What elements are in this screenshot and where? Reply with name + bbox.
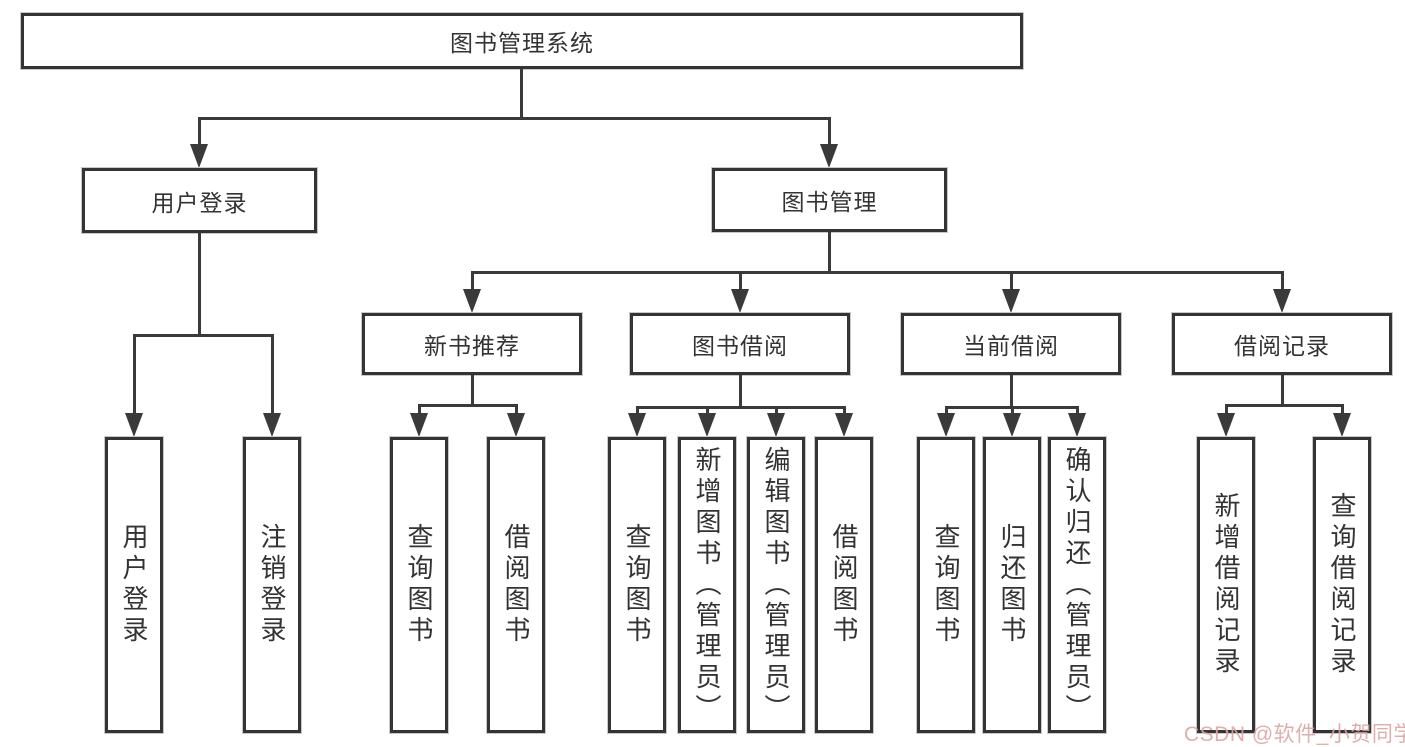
node-library-system-label: 图书管理系统 bbox=[450, 30, 594, 56]
connector-line bbox=[775, 406, 778, 416]
leaf-edit-books-admin-label: 编辑图书（管理员） bbox=[761, 445, 791, 725]
arrow-down-icon bbox=[1273, 289, 1291, 313]
node-new-book-recommend: 新书推荐 bbox=[362, 313, 582, 375]
connector-line bbox=[1010, 375, 1013, 408]
node-book-borrowing: 图书借阅 bbox=[630, 313, 850, 375]
connector-line bbox=[1010, 271, 1013, 293]
leaf-add-borrow-record-label: 新增借阅记录 bbox=[1211, 492, 1241, 678]
arrow-down-icon bbox=[125, 413, 143, 437]
arrow-down-icon bbox=[410, 413, 428, 437]
connector-line bbox=[271, 334, 274, 416]
leaf-return-books-label: 归还图书 bbox=[997, 523, 1027, 647]
connector-line bbox=[418, 404, 421, 416]
node-user-login-label: 用户登录 bbox=[151, 189, 248, 216]
node-current-borrowing-label: 当前借阅 bbox=[963, 333, 1059, 359]
connector-line bbox=[133, 334, 273, 337]
arrow-down-icon bbox=[507, 413, 525, 437]
connector-line bbox=[1341, 404, 1344, 416]
leaf-query-books-recommend: 查询图书 bbox=[390, 437, 448, 733]
connector-line bbox=[828, 232, 831, 273]
connector-line bbox=[1011, 406, 1014, 416]
connector-line bbox=[471, 271, 474, 293]
connector-line bbox=[1281, 271, 1284, 293]
leaf-query-books-borrowing: 查询图书 bbox=[608, 437, 666, 733]
connector-line bbox=[706, 406, 709, 416]
leaf-query-borrow-record-label: 查询借阅记录 bbox=[1327, 492, 1357, 678]
connector-line bbox=[1076, 406, 1079, 416]
leaf-query-books-current-label: 查询图书 bbox=[931, 523, 961, 647]
leaf-add-books-admin: 新增图书（管理员） bbox=[678, 437, 736, 733]
leaf-return-books: 归还图书 bbox=[983, 437, 1041, 733]
connector-line bbox=[198, 233, 201, 336]
node-new-book-recommend-label: 新书推荐 bbox=[424, 333, 520, 359]
arrow-down-icon bbox=[937, 413, 955, 437]
csdn-watermark: CSDN @软件_小贺同学 bbox=[1184, 723, 1405, 746]
connector-line bbox=[520, 69, 523, 119]
node-book-management: 图书管理 bbox=[712, 168, 947, 232]
node-library-system: 图书管理系统 bbox=[21, 13, 1023, 69]
leaf-edit-books-admin: 编辑图书（管理员） bbox=[747, 437, 805, 733]
node-borrowing-records-label: 借阅记录 bbox=[1234, 333, 1330, 359]
leaf-query-borrow-record: 查询借阅记录 bbox=[1313, 437, 1371, 733]
connector-line bbox=[1281, 375, 1284, 406]
leaf-borrow-books: 借阅图书 bbox=[815, 437, 873, 733]
connector-line bbox=[739, 271, 742, 293]
node-current-borrowing: 当前借阅 bbox=[901, 313, 1121, 375]
leaf-query-books-recommend-label: 查询图书 bbox=[404, 523, 434, 647]
arrow-down-icon bbox=[1002, 289, 1020, 313]
node-borrowing-records: 借阅记录 bbox=[1172, 313, 1392, 375]
leaf-logout-label: 注销登录 bbox=[257, 523, 287, 647]
connector-line bbox=[1225, 404, 1228, 416]
node-book-borrowing-label: 图书借阅 bbox=[692, 333, 788, 359]
connector-line bbox=[843, 406, 846, 416]
connector-line bbox=[133, 334, 136, 416]
connector-line bbox=[636, 406, 846, 409]
connector-line bbox=[471, 375, 474, 406]
leaf-borrow-books-label: 借阅图书 bbox=[829, 523, 859, 647]
arrow-down-icon bbox=[628, 413, 646, 437]
arrow-down-icon bbox=[767, 413, 785, 437]
leaf-confirm-return-admin-label: 确认归还（管理员） bbox=[1062, 445, 1092, 725]
connector-line bbox=[515, 404, 518, 416]
leaf-user-login-label: 用户登录 bbox=[119, 523, 149, 647]
connector-line bbox=[471, 271, 1284, 274]
leaf-borrow-books-recommend: 借阅图书 bbox=[487, 437, 545, 733]
connector-line bbox=[828, 117, 831, 147]
leaf-user-login: 用户登录 bbox=[105, 437, 163, 733]
connector-line bbox=[1225, 404, 1344, 407]
leaf-query-books-borrowing-label: 查询图书 bbox=[622, 523, 652, 647]
arrow-down-icon bbox=[731, 289, 749, 313]
connector-line bbox=[945, 406, 948, 416]
arrow-down-icon bbox=[263, 413, 281, 437]
leaf-confirm-return-admin: 确认归还（管理员） bbox=[1048, 437, 1106, 733]
leaf-add-books-admin-label: 新增图书（管理员） bbox=[692, 445, 722, 725]
connector-line bbox=[636, 406, 639, 416]
leaf-add-borrow-record: 新增借阅记录 bbox=[1197, 437, 1255, 733]
connector-line bbox=[198, 117, 831, 120]
arrow-down-icon bbox=[190, 144, 208, 168]
connector-line bbox=[418, 404, 518, 407]
arrow-down-icon bbox=[835, 413, 853, 437]
arrow-down-icon bbox=[698, 413, 716, 437]
connector-line bbox=[739, 375, 742, 408]
leaf-borrow-books-recommend-label: 借阅图书 bbox=[501, 523, 531, 647]
leaf-query-books-current: 查询图书 bbox=[917, 437, 975, 733]
arrow-down-icon bbox=[1217, 413, 1235, 437]
connector-line bbox=[198, 117, 201, 147]
arrow-down-icon bbox=[1068, 413, 1086, 437]
node-user-login: 用户登录 bbox=[82, 168, 317, 233]
arrow-down-icon bbox=[463, 289, 481, 313]
arrow-down-icon bbox=[1003, 413, 1021, 437]
node-book-management-label: 图书管理 bbox=[781, 189, 878, 215]
arrow-down-icon bbox=[1333, 413, 1351, 437]
arrow-down-icon bbox=[820, 144, 838, 168]
leaf-logout: 注销登录 bbox=[243, 437, 301, 733]
